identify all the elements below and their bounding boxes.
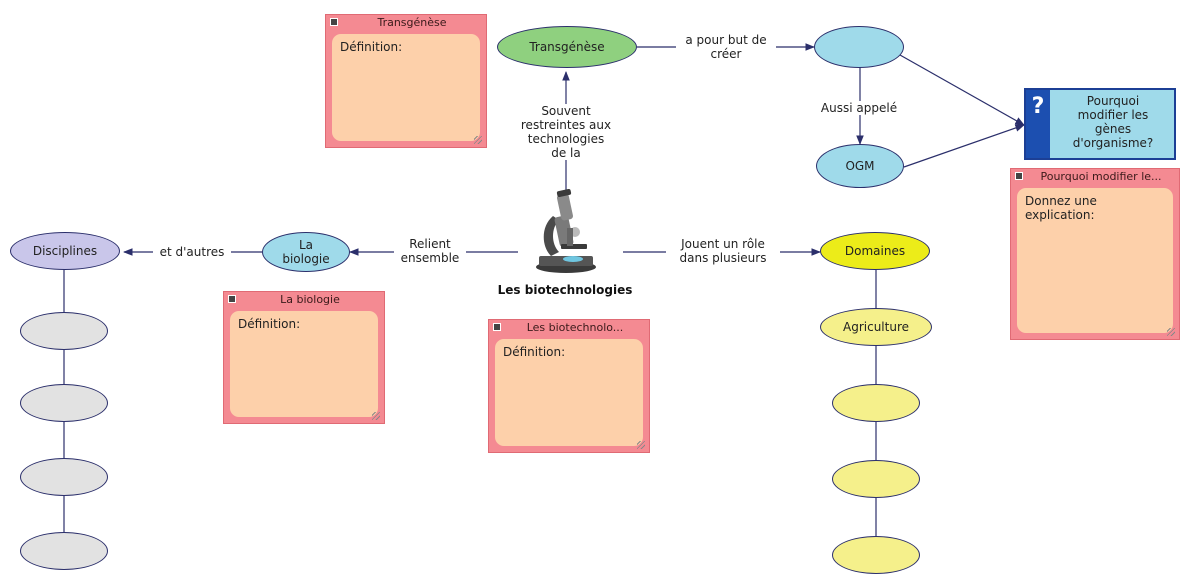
note-transgenese[interactable]: Transgénèse Définition: [325, 14, 487, 148]
node-dom-1[interactable] [832, 384, 920, 422]
resize-grip-icon[interactable] [372, 412, 380, 420]
node-domaines[interactable]: Domaines [820, 232, 930, 270]
node-creer[interactable] [814, 26, 904, 68]
node-disc-3[interactable] [20, 458, 108, 496]
node-disciplines[interactable]: Disciplines [10, 232, 120, 270]
note-body[interactable]: Définition: [230, 311, 378, 417]
node-la-biologie[interactable]: La biologie [262, 232, 350, 272]
node-dom-3[interactable] [832, 536, 920, 574]
question-text: Pourquoi modifier les gènes d'organisme? [1072, 94, 1154, 150]
resize-grip-icon[interactable] [637, 441, 645, 449]
link-label-relient: Relient ensemble [394, 237, 466, 265]
note-pourquoi[interactable]: Pourquoi modifier le... Donnez une expli… [1010, 168, 1180, 340]
node-disc-1[interactable] [20, 312, 108, 350]
note-title: Les biotechnolo... [526, 321, 624, 334]
link-label-aussi: Aussi appelé [812, 101, 906, 115]
note-biologie[interactable]: La biologie Définition: [223, 291, 385, 424]
microscope-icon[interactable] [533, 188, 599, 274]
link-node-question [899, 54, 1025, 126]
link-label-autres: et d'autres [153, 245, 231, 259]
link-label-but: a pour but de créer [676, 33, 776, 61]
note-pin-icon[interactable] [1015, 172, 1023, 180]
question-box[interactable]: ? Pourquoi modifier les gènes d'organism… [1024, 88, 1176, 160]
node-dom-2[interactable] [832, 460, 920, 498]
node-ogm[interactable]: OGM [816, 144, 904, 188]
note-pin-icon[interactable] [330, 18, 338, 26]
node-transgenese[interactable]: Transgénèse [497, 26, 637, 68]
node-agriculture[interactable]: Agriculture [820, 308, 932, 346]
link-label-restreintes: Souvent restreintes aux technologies de … [519, 104, 613, 160]
note-body[interactable]: Donnez une explication: [1017, 188, 1173, 333]
link-ogm-question [903, 124, 1025, 168]
question-mark-icon: ? [1026, 90, 1050, 158]
note-body[interactable]: Définition: [332, 34, 480, 141]
node-disc-4[interactable] [20, 532, 108, 570]
note-biotech[interactable]: Les biotechnolo... Définition: [488, 319, 650, 453]
resize-grip-icon[interactable] [1167, 328, 1175, 336]
note-body[interactable]: Définition: [495, 339, 643, 446]
note-title: Pourquoi modifier le... [1040, 170, 1162, 183]
note-pin-icon[interactable] [228, 295, 236, 303]
center-label[interactable]: Les biotechnologies [497, 283, 633, 297]
note-title: Transgénèse [377, 16, 447, 29]
resize-grip-icon[interactable] [474, 136, 482, 144]
link-label-jouent: Jouent un rôle dans plusieurs [666, 237, 780, 265]
note-title: La biologie [280, 293, 340, 306]
note-pin-icon[interactable] [493, 323, 501, 331]
node-disc-2[interactable] [20, 384, 108, 422]
